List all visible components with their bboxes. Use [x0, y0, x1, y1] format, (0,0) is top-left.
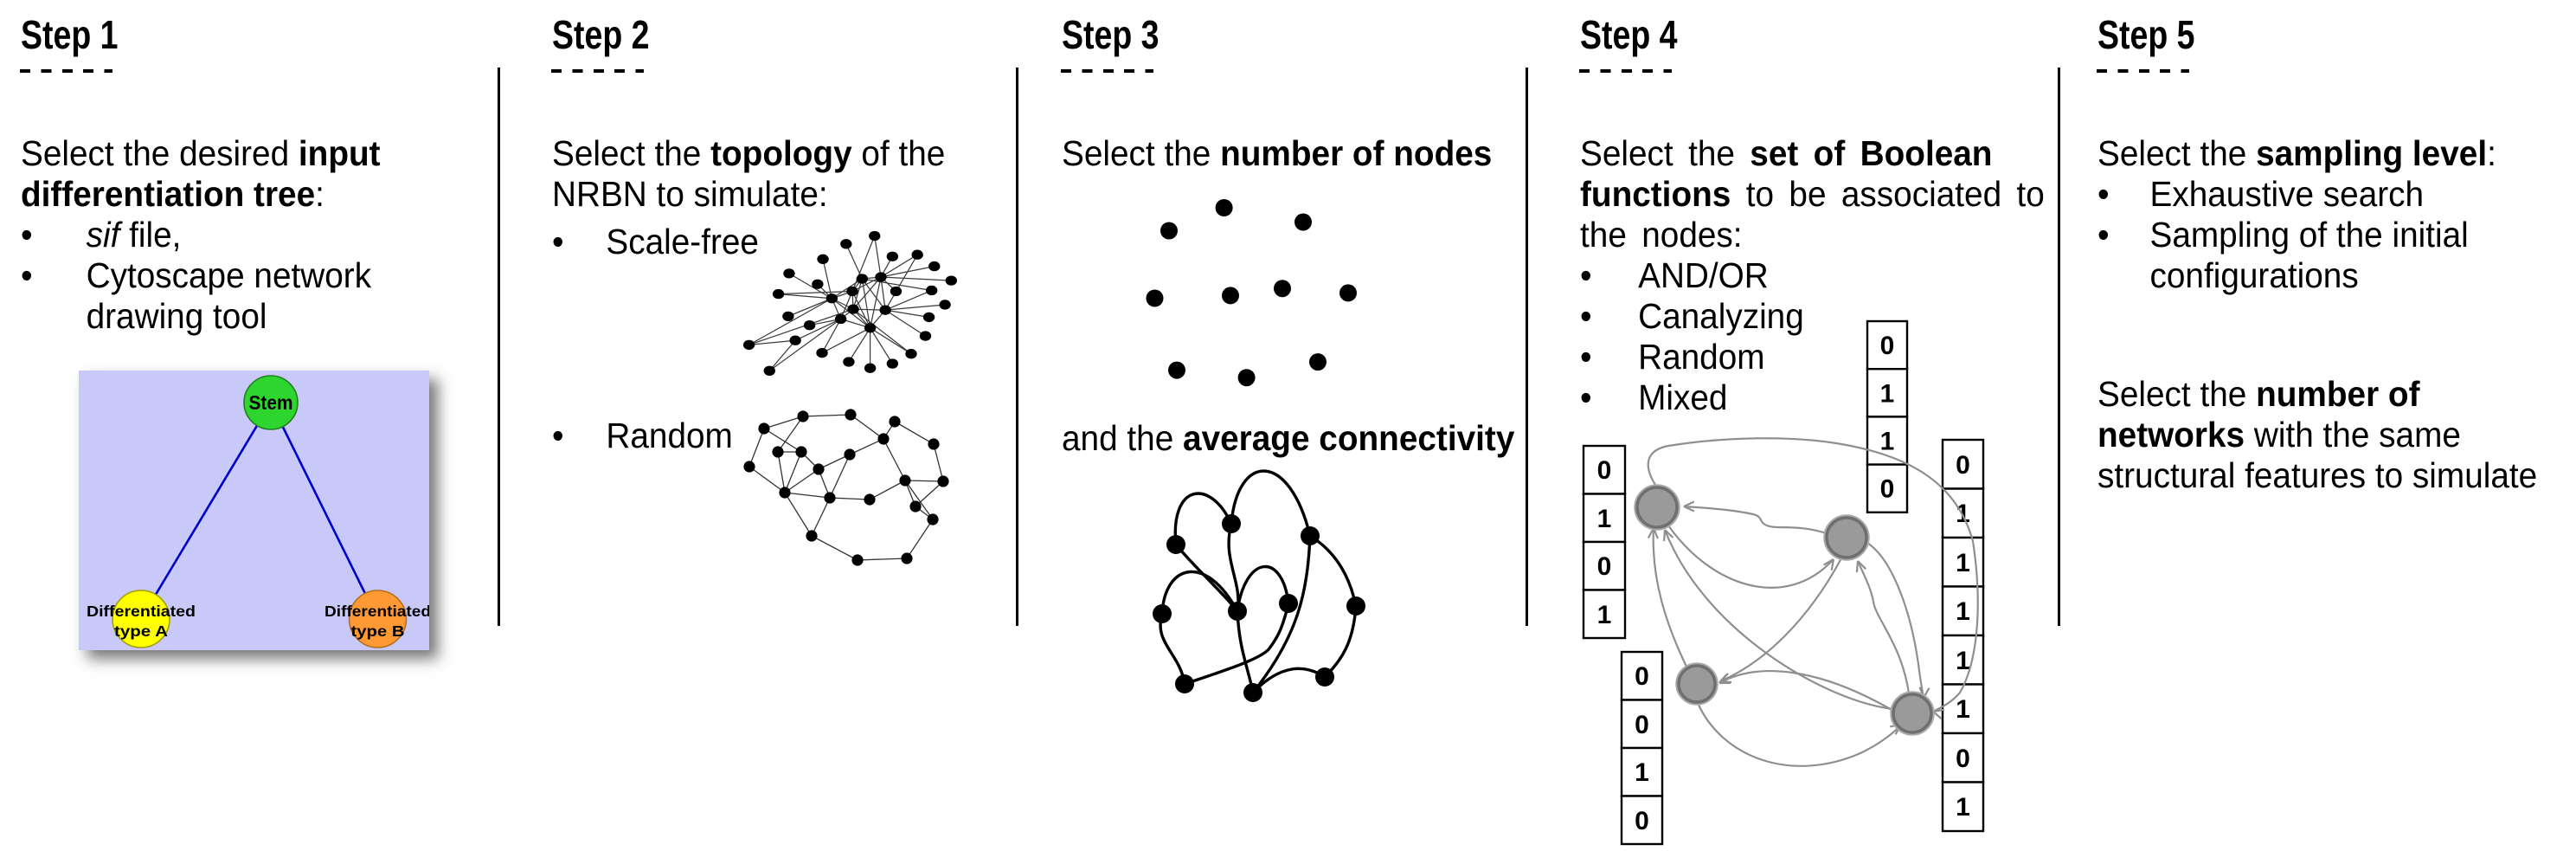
svg-text:1: 1 — [1956, 695, 1970, 724]
svg-text:1: 1 — [1880, 379, 1895, 408]
svg-text:1: 1 — [1597, 601, 1612, 629]
svg-text:0: 0 — [1956, 451, 1970, 480]
svg-text:0: 0 — [1880, 332, 1895, 360]
svg-text:1: 1 — [1635, 758, 1649, 787]
svg-text:0: 0 — [1956, 745, 1970, 773]
svg-text:1: 1 — [1956, 647, 1970, 675]
svg-text:1: 1 — [1597, 505, 1612, 533]
svg-text:0: 0 — [1597, 456, 1612, 485]
svg-text:1: 1 — [1956, 793, 1970, 822]
svg-text:Stem: Stem — [249, 391, 293, 414]
svg-text:0: 0 — [1635, 807, 1649, 835]
svg-text:type B: type B — [351, 622, 405, 640]
svg-text:Differentiated: Differentiated — [324, 603, 429, 620]
svg-text:1: 1 — [1956, 597, 1970, 626]
svg-text:0: 0 — [1635, 662, 1649, 691]
svg-text:0: 0 — [1597, 552, 1612, 581]
svg-text:type A: type A — [114, 622, 168, 640]
svg-text:1: 1 — [1880, 428, 1895, 456]
svg-text:0: 0 — [1635, 711, 1649, 739]
svg-text:0: 0 — [1880, 475, 1895, 504]
svg-text:Differentiated: Differentiated — [87, 603, 196, 620]
svg-text:1: 1 — [1956, 549, 1970, 577]
